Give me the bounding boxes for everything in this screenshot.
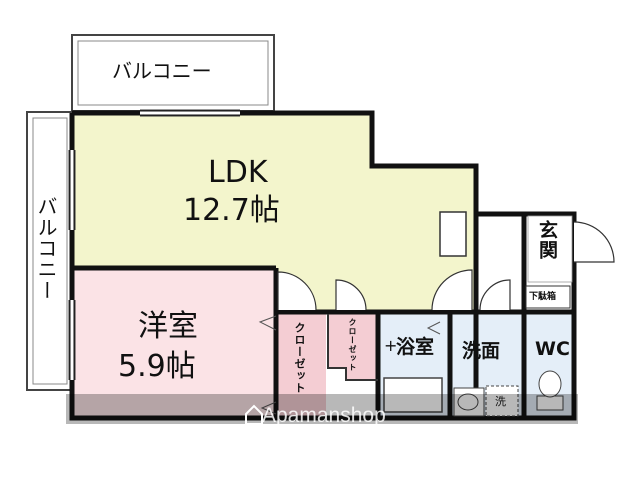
ldk-size-label: 12.7帖 (183, 193, 280, 228)
balcony-top-inner (77, 40, 269, 106)
washer-space (485, 385, 519, 417)
western-name-label: 洋室 (138, 309, 198, 344)
watermark-text: Apamanshop (262, 404, 386, 427)
entrance-step (527, 215, 573, 283)
ldk-name-label: LDK (208, 155, 268, 190)
balcony-top-label: バルコニー (112, 59, 212, 83)
window-frames (68, 109, 240, 380)
washer-label: 洗 (495, 395, 506, 408)
bathtub (383, 377, 443, 413)
windows (70, 111, 240, 380)
closet-small-label: クローゼット (348, 318, 357, 372)
washbasin-bowl (457, 393, 479, 411)
ldk-room (72, 113, 476, 310)
walls (69, 110, 577, 421)
closet-large (276, 314, 326, 416)
balcony-left-inner (32, 117, 68, 385)
western-size-label: 5.9帖 (118, 349, 196, 384)
entrance-label: 玄関 (536, 220, 558, 260)
shoe-box-label: 下駄箱 (529, 292, 557, 302)
western-room (72, 268, 276, 416)
house-icon (245, 404, 263, 425)
balcony-left (26, 111, 73, 391)
washroom-label: 洗面 (462, 340, 501, 362)
ldk-lower-strip (276, 268, 476, 312)
bath-faucet-icon: + (384, 336, 398, 355)
kitchen-counter (439, 211, 467, 257)
bath-label: 浴室 (396, 336, 435, 358)
shoe-box (525, 285, 571, 309)
closet-door-marks-2 (260, 401, 277, 415)
toilet-label: WC (535, 338, 570, 360)
watermark-band (66, 394, 578, 424)
closet-door-marks (258, 315, 277, 331)
balcony-left-label: バルコニー (34, 196, 58, 301)
toilet-bowl (538, 370, 562, 398)
door-swings (277, 221, 615, 311)
bath-door-mark (426, 321, 441, 335)
closet-small (328, 314, 378, 380)
balcony-top (71, 34, 275, 112)
washbasin-counter (453, 387, 485, 417)
closet-walls (327, 314, 378, 381)
closet-large-label: クローゼット (293, 322, 306, 394)
